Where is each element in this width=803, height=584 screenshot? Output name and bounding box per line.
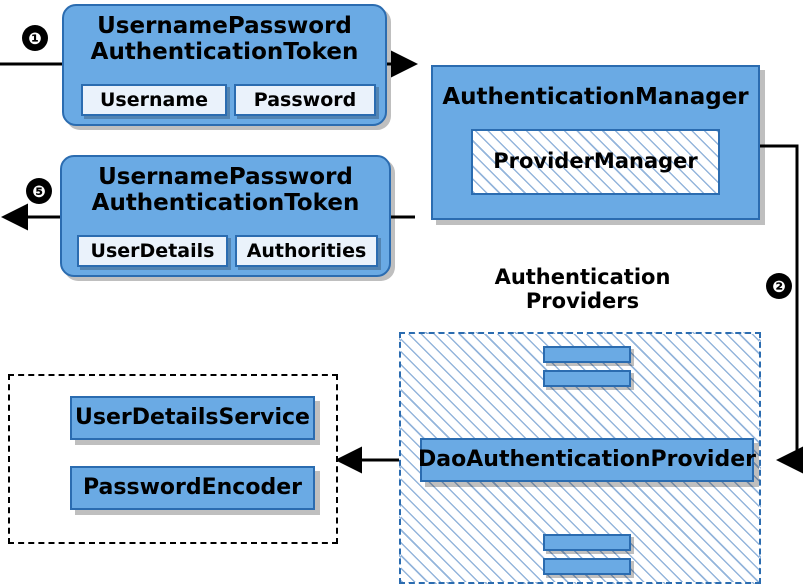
provider-stub-top-2 — [543, 370, 631, 387]
request-token-title-line2: AuthenticationToken — [90, 38, 359, 65]
arrow-manager-to-providers — [760, 144, 803, 474]
node-dao-authentication-provider: DaoAuthenticationProvider — [418, 438, 756, 482]
request-token-title: UsernamePassword AuthenticationToken — [64, 13, 385, 66]
authentication-providers-title-line1: Authentication — [494, 265, 671, 289]
provider-stub-bottom-2 — [543, 558, 631, 575]
request-token-field-username: Username — [81, 84, 227, 116]
user-details-service-label: UserDetailsService — [75, 404, 310, 430]
node-response-token: UsernamePassword AuthenticationToken Use… — [60, 155, 391, 277]
request-token-field-password: Password — [234, 84, 376, 116]
response-token-field-userdetails: UserDetails — [77, 235, 228, 267]
step-bullet-2: ❷ — [766, 273, 792, 299]
node-user-details-service: UserDetailsService — [70, 396, 315, 440]
step-bullet-1: ❶ — [22, 25, 48, 51]
request-token-title-line1: UsernamePassword — [97, 13, 352, 39]
response-token-title-line2: AuthenticationToken — [91, 189, 360, 216]
node-request-token: UsernamePassword AuthenticationToken Use… — [62, 4, 387, 126]
container-authentication-providers: DaoAuthenticationProvider — [399, 332, 761, 584]
node-authentication-manager: AuthenticationManager ProviderManager — [431, 65, 760, 220]
node-password-encoder: PasswordEncoder — [70, 466, 315, 510]
provider-manager-label: ProviderManager — [493, 149, 698, 174]
authentication-manager-title: AuthenticationManager — [442, 84, 749, 110]
provider-stub-top-1 — [543, 346, 631, 363]
container-services: UserDetailsService PasswordEncoder — [8, 374, 338, 544]
dao-authentication-provider-label: DaoAuthenticationProvider — [418, 446, 756, 472]
password-encoder-label: PasswordEncoder — [83, 474, 302, 500]
provider-stub-bottom-1 — [543, 534, 631, 551]
response-token-title: UsernamePassword AuthenticationToken — [62, 164, 389, 217]
step-bullet-5: ❺ — [26, 178, 52, 204]
response-token-field-authorities: Authorities — [235, 235, 378, 267]
authentication-providers-title: Authentication Providers — [455, 265, 710, 313]
response-token-title-line1: UsernamePassword — [98, 164, 353, 190]
node-provider-manager: ProviderManager — [471, 129, 720, 195]
authentication-providers-title-line2: Providers — [525, 289, 640, 314]
